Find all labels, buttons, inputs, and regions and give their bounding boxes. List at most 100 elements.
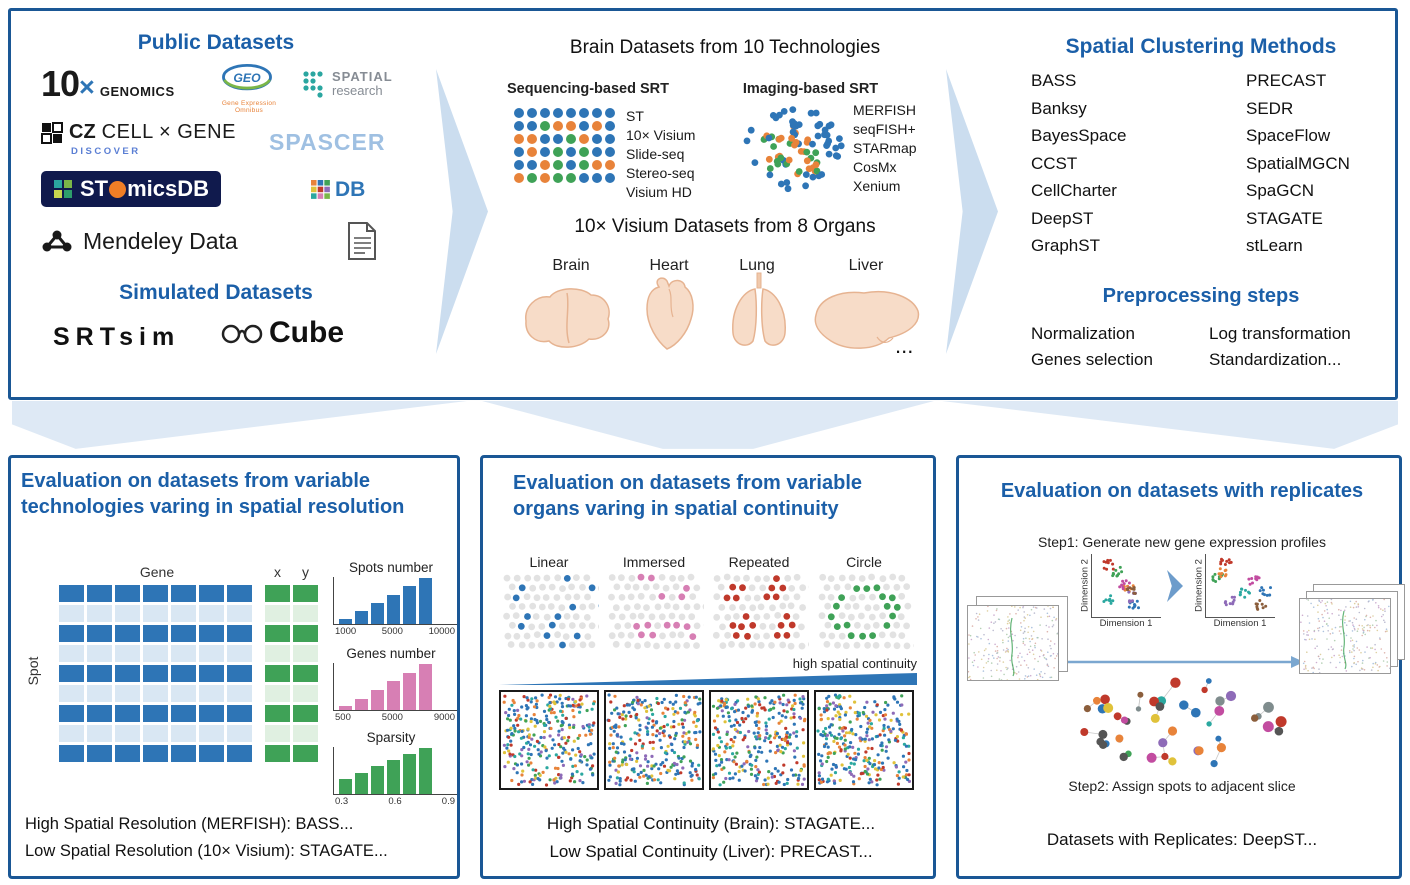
imaging-blob-icon — [738, 103, 846, 202]
continuity-eval-panel: Evaluation on datasets from variable org… — [480, 455, 936, 879]
svg-text:GEO: GEO — [233, 71, 261, 85]
pattern-label-repeated: Repeated — [728, 554, 790, 570]
srtsim-logo: SRTsim — [53, 323, 181, 351]
tick-label: 1000 — [335, 626, 357, 637]
tick-label: 0.3 — [335, 796, 349, 807]
pattern-repeated-icon — [709, 571, 817, 658]
stomics-wordmark-rest: micsDB — [127, 176, 210, 201]
matrix-row — [59, 665, 321, 682]
method-item: DeepST — [1031, 208, 1094, 228]
bar — [371, 766, 384, 794]
tick-label: 10000 — [428, 626, 455, 637]
dimension1-axis-label: Dimension 1 — [1213, 618, 1267, 629]
organ-label-lung: Lung — [739, 257, 775, 274]
discover-wordmark: DISCOVER — [71, 146, 141, 157]
connector-funnel-right — [942, 401, 1398, 449]
bar-plot — [333, 747, 457, 795]
expression-plot-1: Dimension 2 Dimension 1 — [1077, 554, 1169, 629]
preprocessing-title: Preprocessing steps — [1102, 285, 1300, 307]
document-icon — [346, 221, 378, 266]
tick-label: 5000 — [381, 626, 403, 637]
resolution-footer-1: High Spatial Resolution (MERFISH): BASS.… — [25, 815, 354, 833]
method-item: BayesSpace — [1031, 126, 1127, 145]
imaging-srt-title: Imaging-based SRT — [742, 81, 879, 97]
chart-title: Sparsity — [366, 730, 416, 745]
preprocessing-item: Standardization... — [1209, 350, 1342, 369]
tenx-logo-wordmark: GENOMICS — [99, 84, 175, 99]
organ-label-heart: Heart — [649, 257, 689, 274]
preprocessing-item: Genes selection — [1031, 350, 1153, 369]
continuity-footer-1: High Spatial Continuity (Brain): STAGATE… — [546, 814, 876, 833]
chart-title: Genes number — [346, 646, 436, 661]
dimension2-axis-label: Dimension 2 — [1193, 559, 1205, 612]
organs-title: 10× Visium Datasets from 8 Organs — [574, 216, 876, 237]
matrix-row — [59, 745, 321, 762]
sodb-wordmark: DB — [335, 178, 366, 201]
tenx-logo-number: 10 — [41, 63, 80, 104]
method-item: PRECAST — [1246, 71, 1327, 90]
geo-ellipse-icon: GEO — [222, 63, 272, 91]
method-item: CellCharter — [1031, 181, 1117, 200]
tech-item: CosMx — [853, 159, 897, 175]
cellxgene-logo: CZ CELL × GENE DISCOVER — [41, 121, 236, 157]
matrix-row — [59, 685, 321, 702]
lung-organ-icon — [723, 271, 795, 360]
pattern-label-circle: Circle — [846, 554, 882, 570]
sequencing-srt-title: Sequencing-based SRT — [507, 81, 669, 97]
spatial-map-4 — [814, 690, 914, 790]
tech-item: Visium HD — [626, 184, 692, 200]
replicates-footer: Datasets with Replicates: DeepST... — [1046, 830, 1318, 849]
tech-item: Slide-seq — [626, 146, 685, 162]
method-item: STAGATE — [1246, 208, 1323, 228]
more-organs-ellipsis: ... — [895, 333, 914, 358]
method-item: Banksy — [1031, 98, 1087, 118]
brain-organ-icon — [517, 281, 617, 358]
tech-item: Xenium — [853, 178, 901, 194]
bar — [371, 603, 384, 624]
tech-item: Stereo-seq — [626, 165, 695, 181]
method-item: BASS — [1031, 71, 1077, 90]
continuity-footer-2: Low Spatial Continuity (Liver): PRECAST.… — [549, 842, 873, 861]
tick-label: 9000 — [433, 712, 455, 723]
resolution-eval-panel: Evaluation on datasets from variable tec… — [8, 455, 460, 879]
geo-logo: GEO Gene Expression Omnibus — [219, 63, 279, 114]
tick-label: 500 — [335, 712, 351, 723]
tick-label: 0.6 — [388, 796, 402, 807]
pattern-circle-icon — [814, 571, 922, 658]
stomics-orange-o-icon — [109, 180, 127, 198]
preprocessing-item: Log transformation — [1209, 324, 1351, 343]
spot-gene-matrix — [59, 585, 321, 765]
continuity-panel-title: Evaluation on datasets from variable org… — [513, 472, 862, 520]
stomics-squares-icon — [54, 180, 72, 198]
tech-item: seqFISH+ — [853, 121, 916, 137]
tissue-slice-replicates — [1299, 584, 1407, 676]
bar — [419, 578, 432, 624]
sccube-wordmark: Cube — [269, 316, 344, 349]
x-col-label: x — [274, 564, 281, 580]
dimension2-axis-label: Dimension 2 — [1079, 559, 1091, 612]
bar — [403, 754, 416, 794]
cz-wordmark: CZ — [69, 121, 96, 143]
liver-organ-icon — [809, 283, 925, 366]
sodb-pixels-icon — [311, 180, 330, 199]
arrow-right-icon-left — [436, 69, 488, 354]
bar — [419, 748, 432, 794]
bar — [387, 760, 400, 794]
pattern-linear-icon — [499, 571, 606, 658]
matrix-row — [59, 605, 321, 622]
spatial-wordmark-line1: SPATIAL — [332, 69, 393, 84]
spot-axis-label: Spot — [25, 656, 41, 686]
resolution-panel-title: Evaluation on datasets from variable tec… — [21, 470, 405, 518]
bar-plot — [333, 663, 457, 711]
bar — [387, 681, 400, 710]
preprocessing-item: Normalization — [1031, 324, 1135, 343]
cellxgene-grid-icon — [41, 121, 63, 144]
step2-label: Step2: Assign spots to adjacent slice — [1068, 778, 1296, 794]
matrix-row — [59, 705, 321, 722]
dimension1-axis-label: Dimension 1 — [1099, 618, 1153, 629]
methods-column-2: PRECAST SEDR SpaceFlow SpatialMGCN SpaGC… — [1246, 71, 1350, 264]
arrow-right-icon-right — [946, 69, 998, 354]
tenx-genomics-logo: 10×GENOMICS — [41, 63, 175, 105]
